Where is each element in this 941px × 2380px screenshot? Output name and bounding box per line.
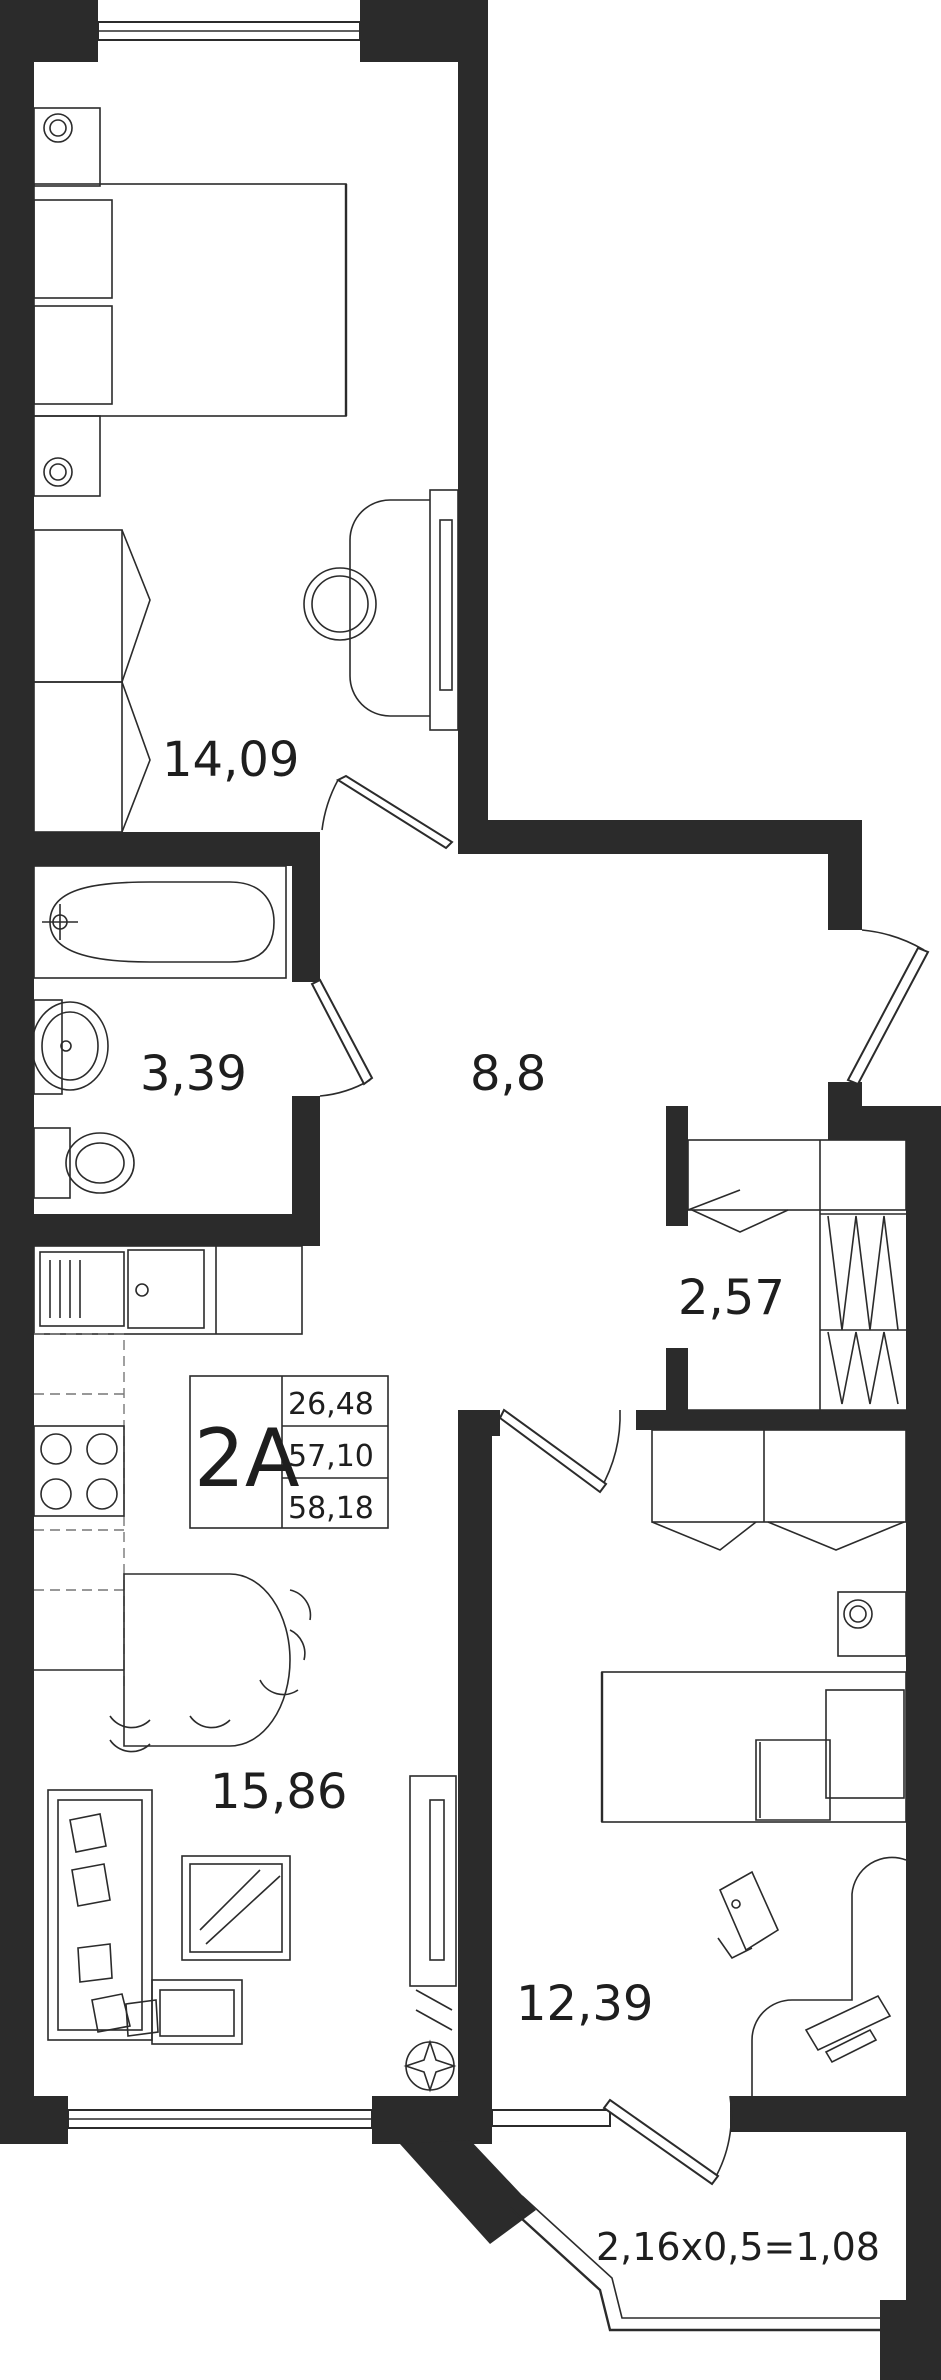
coffee-table: [181, 1855, 291, 1961]
bedroom-2-furniture: [600, 1429, 907, 2096]
tv-stand: [409, 1775, 457, 1987]
room-area-storage: 2,57: [678, 1270, 785, 1326]
desk: [429, 489, 459, 731]
bedroom-1-furniture: [33, 107, 459, 833]
living-area: 26,48: [288, 1387, 374, 1422]
nightstand: [33, 107, 101, 187]
room-area-bedroom-2: 12,39: [516, 1976, 653, 2032]
wardrobe: [651, 1429, 907, 1523]
apartment-type-label: 2A: [194, 1412, 300, 1505]
kitchen-counter: [33, 1245, 303, 1335]
chair: [303, 567, 377, 641]
storage-furniture: [687, 1139, 907, 1411]
sink: [39, 1251, 125, 1327]
room-area-bathroom: 3,39: [140, 1046, 247, 1102]
room-area-hallway: 8,8: [470, 1046, 546, 1102]
desk: [751, 1856, 907, 2096]
bathtub: [33, 865, 287, 979]
room-area-kitchen-living: 15,86: [210, 1764, 347, 1820]
toilet: [65, 1132, 135, 1194]
total-area: 57,10: [288, 1439, 374, 1474]
room-area-bedroom-1: 14,09: [162, 732, 299, 788]
kitchen-living-furniture: [33, 1245, 457, 2093]
bed: [33, 183, 347, 417]
area-labels: 14,09 3,39 8,8 2,57 15,86 12,39 2,16x0,5…: [140, 732, 880, 2269]
nightstand: [33, 415, 101, 497]
plant-icon: [403, 2039, 457, 2093]
windows: [67, 21, 880, 2332]
stove: [33, 1425, 125, 1517]
doors: [310, 774, 930, 2186]
room-area-balcony: 2,16x0,5=1,08: [596, 2225, 880, 2269]
chair: [717, 1870, 780, 1960]
bathroom-fixtures: [31, 865, 287, 1199]
dining-table: [123, 1573, 291, 1747]
nightstand: [837, 1591, 907, 1657]
laptop: [804, 1994, 892, 2052]
sink: [33, 999, 63, 1095]
total-area-with-balcony: 58,18: [288, 1491, 374, 1526]
toilet-tank: [33, 1127, 71, 1199]
sofa: [47, 1789, 153, 2041]
wardrobe: [33, 529, 123, 683]
apartment-badge: 2A 26,48 57,10 58,18: [189, 1375, 389, 1529]
bed: [601, 1671, 907, 1823]
